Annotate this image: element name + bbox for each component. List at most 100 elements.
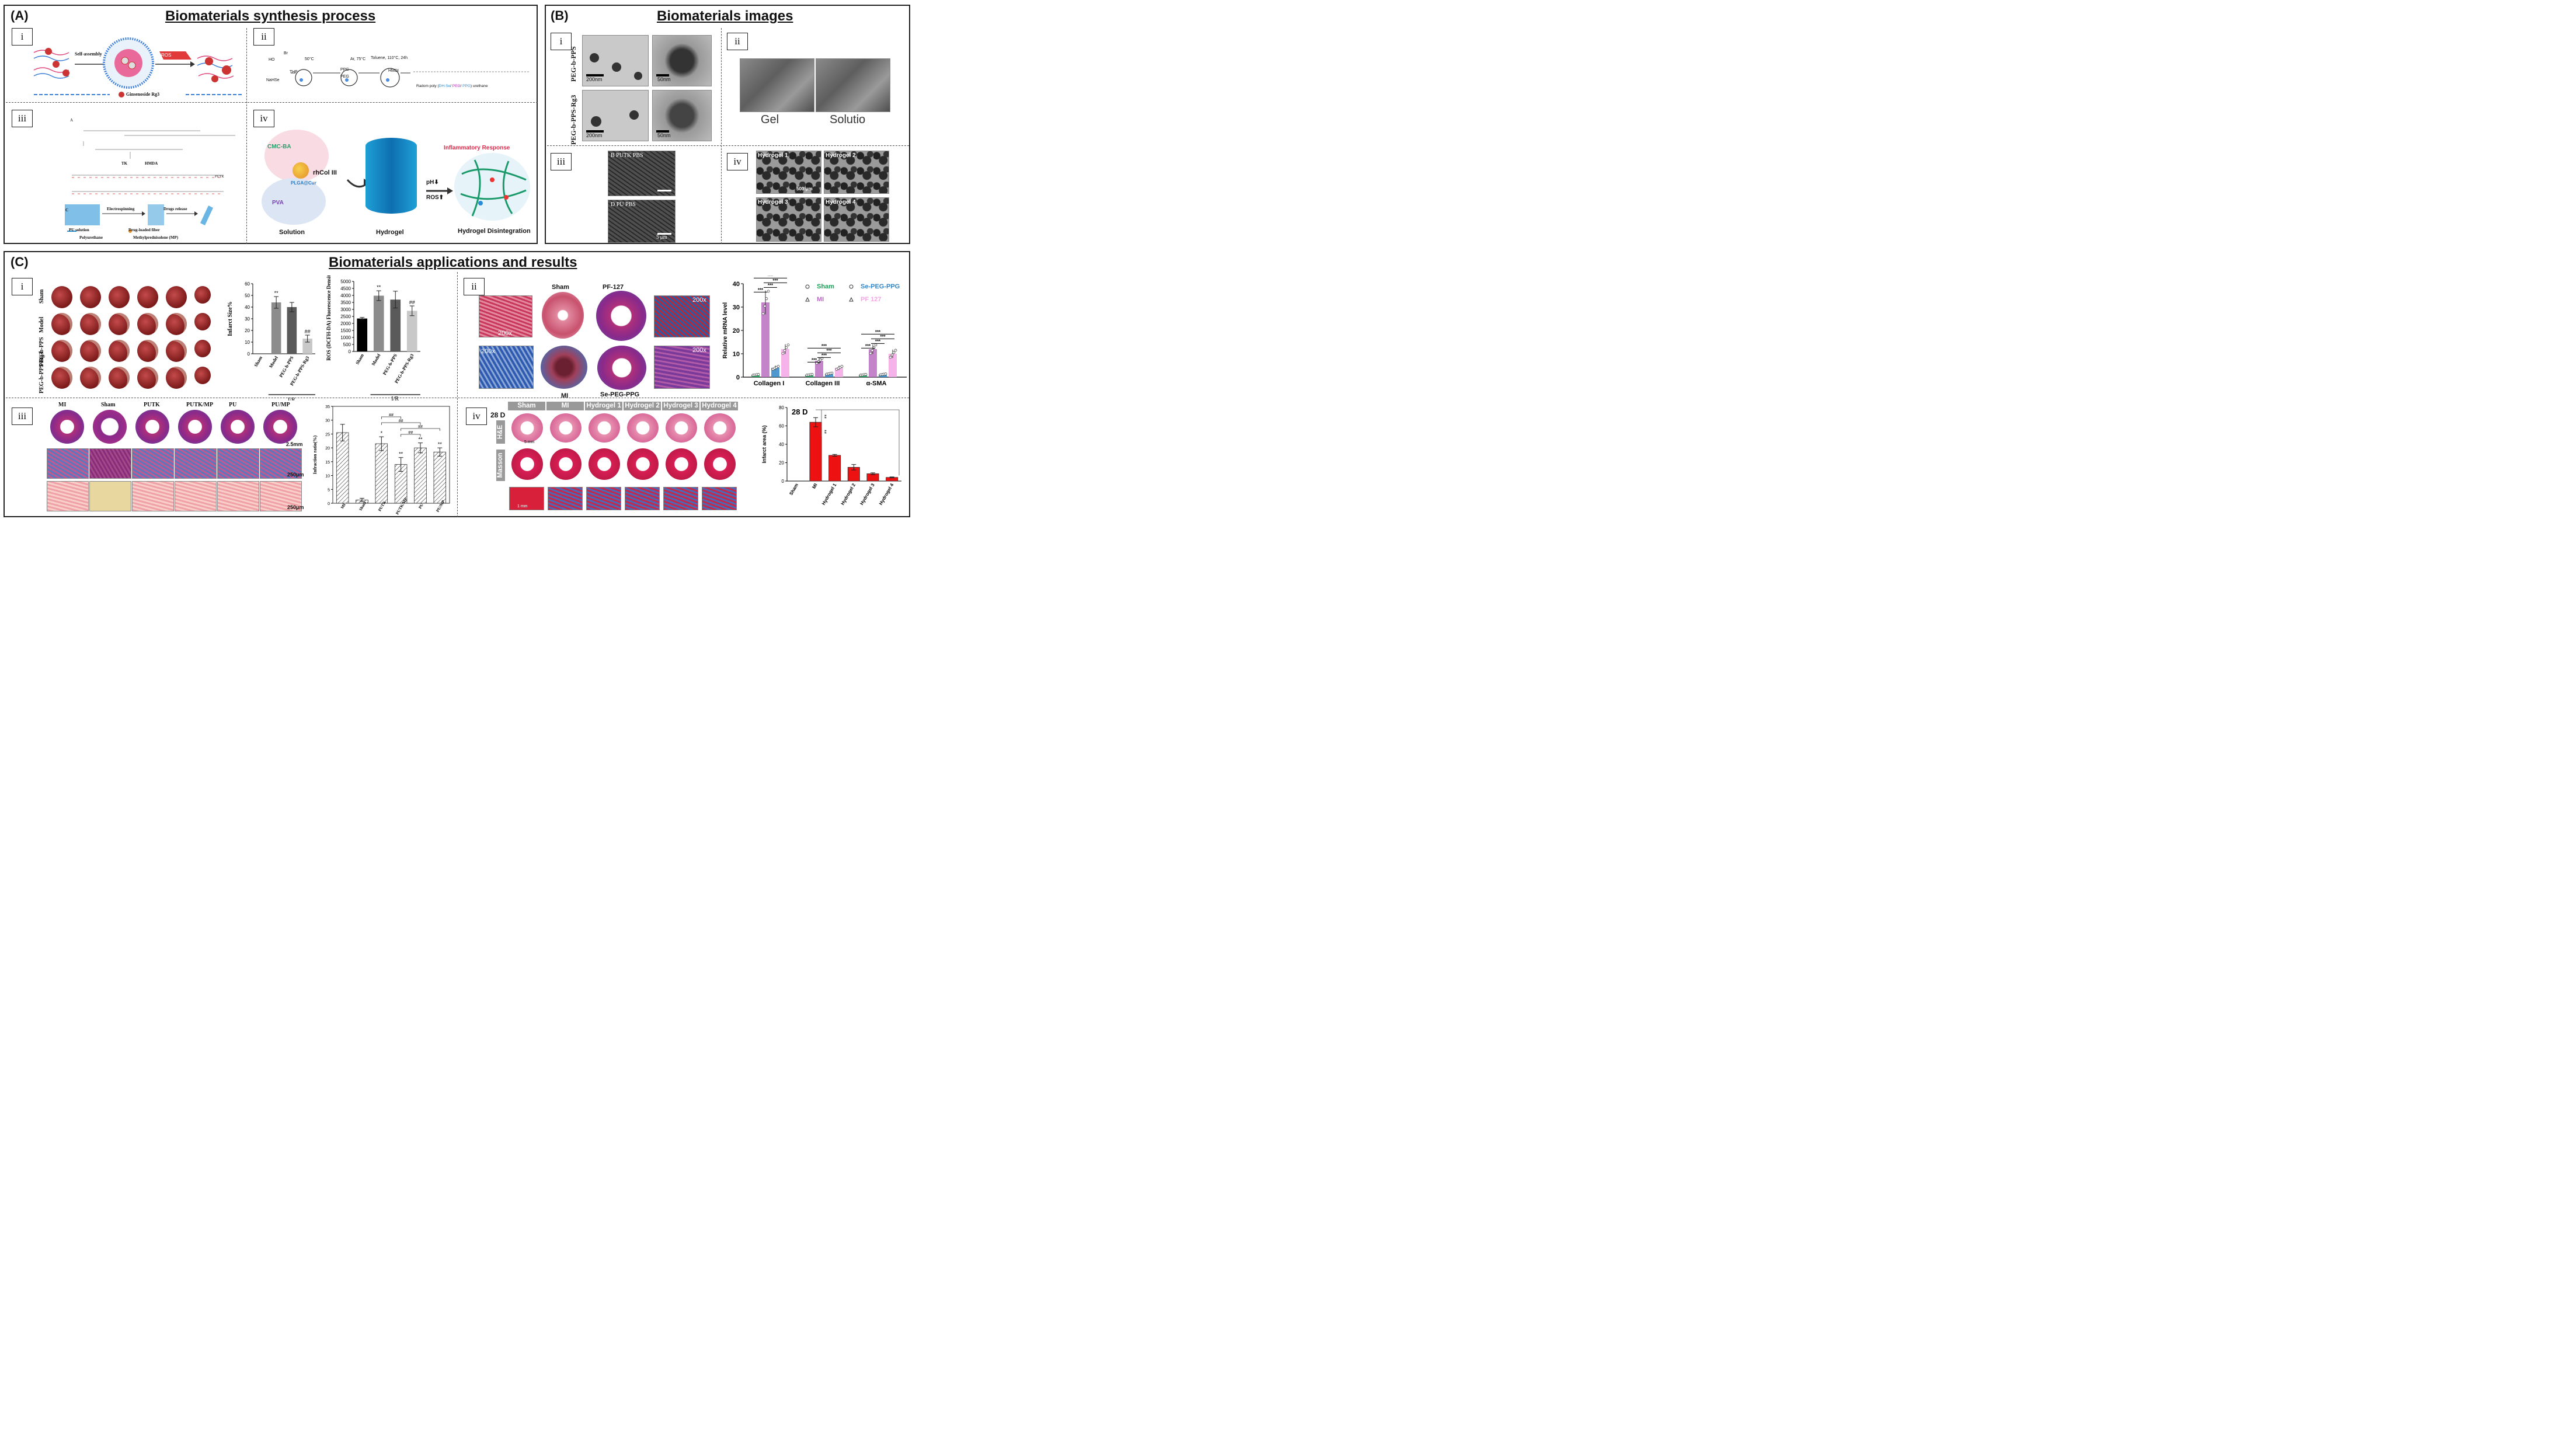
x-tick-label: PU bbox=[417, 503, 424, 510]
ar-label: Ar, 75°C bbox=[350, 57, 366, 61]
ciii-he-zoom bbox=[89, 481, 131, 511]
bar bbox=[406, 311, 417, 351]
br-label: Br bbox=[284, 51, 288, 55]
gel-label: Gel bbox=[761, 113, 779, 126]
x-tick-label: Model bbox=[268, 355, 279, 369]
cii-se-heart bbox=[597, 346, 646, 390]
ttc-heart bbox=[166, 286, 187, 308]
data-point bbox=[783, 349, 786, 352]
panel-c: (C) Biomaterials applications and result… bbox=[4, 251, 910, 517]
sig-mark: *** bbox=[821, 353, 827, 358]
sub-b-ii: ii bbox=[727, 33, 748, 50]
y-tick-label: 20 bbox=[325, 447, 330, 451]
cii-pf-label: PF-127 bbox=[603, 284, 624, 291]
bar bbox=[357, 318, 368, 351]
data-point bbox=[761, 312, 765, 315]
bar bbox=[336, 432, 349, 504]
y-tick-label: 80 bbox=[779, 405, 784, 410]
pva-blob bbox=[262, 178, 326, 225]
sig-mark: *** bbox=[758, 287, 764, 292]
ttc-heart bbox=[109, 367, 130, 389]
civ-masson-heart bbox=[627, 448, 659, 480]
x-tick-label: Hydrogel 3 bbox=[859, 482, 876, 506]
ciii-masson-zoom bbox=[217, 448, 259, 479]
sig-hash: ## bbox=[418, 425, 423, 429]
data-point bbox=[892, 351, 896, 354]
civ-he-heart bbox=[589, 413, 620, 443]
scale-50nm-2: 50nm bbox=[657, 133, 671, 138]
putk-label: PUTK bbox=[215, 175, 224, 179]
data-point bbox=[890, 353, 894, 357]
y-tick-label: 0 bbox=[248, 351, 250, 357]
sig-bracket bbox=[816, 409, 900, 476]
civ-masson-heart bbox=[666, 448, 697, 480]
ci-row-model: Model bbox=[39, 316, 45, 333]
y-axis-label: Infarct Size% bbox=[227, 301, 234, 336]
ciii-col-label: PU bbox=[229, 402, 237, 408]
bar bbox=[809, 422, 822, 482]
sem-hydrogel-2: Hydrogel 2 bbox=[824, 151, 889, 194]
panel-a-title: Biomaterials synthesis process bbox=[165, 8, 376, 24]
row-label-pegpps: PEG-b-PPS bbox=[569, 46, 577, 82]
bar bbox=[889, 354, 897, 377]
x-tick-label: PEG-b-PPS bbox=[278, 355, 295, 378]
y-tick-label: 35 bbox=[325, 405, 330, 409]
y-tick-label: 4000 bbox=[340, 293, 351, 298]
ttc-heart bbox=[137, 340, 158, 362]
sig-mark: ** bbox=[274, 290, 279, 296]
micelle-scheme bbox=[33, 37, 243, 97]
ttc-heart bbox=[51, 313, 72, 335]
data-point bbox=[819, 358, 822, 361]
sig-mark: *** bbox=[821, 343, 827, 349]
civ-zoom-tile bbox=[663, 487, 698, 510]
y-tick-label: 30 bbox=[325, 419, 330, 423]
ciii-masson-zoom bbox=[175, 448, 217, 479]
ttc-heart bbox=[194, 286, 211, 304]
scale-5um: 5 μm bbox=[656, 234, 667, 240]
sig-bracket bbox=[381, 416, 402, 419]
hydrogel-2-label: Hydrogel 2 bbox=[826, 152, 856, 159]
y-axis-label: ROS (DCFH-DA) Fluorescence Density bbox=[326, 276, 332, 361]
sub-c-ii: ii bbox=[464, 278, 485, 295]
y-tick-label: 3500 bbox=[340, 300, 351, 305]
ciii-heart bbox=[135, 410, 169, 444]
data-point bbox=[767, 290, 770, 293]
peg-label: PEG bbox=[340, 75, 349, 79]
y-tick-label: 2000 bbox=[340, 321, 351, 326]
putk-pbs-label: B PUTK PBS bbox=[611, 152, 643, 159]
ttc-heart bbox=[109, 313, 130, 335]
synthesis-scheme bbox=[291, 68, 530, 88]
civ-zoom-tile bbox=[625, 487, 660, 510]
civ-masson-heart bbox=[589, 448, 620, 480]
y-axis-label: Infarct area (%) bbox=[761, 425, 767, 463]
sig-mark: *** bbox=[812, 357, 817, 363]
legend-label: Sham bbox=[817, 283, 834, 290]
ciii-masson-zoom bbox=[47, 448, 89, 479]
ttc-heart bbox=[194, 367, 211, 384]
data-point bbox=[884, 372, 887, 375]
sem-gel bbox=[740, 58, 814, 112]
tem-pegpps-high: 50nm bbox=[652, 35, 712, 86]
bar bbox=[433, 451, 447, 504]
cii-pf-zoom bbox=[654, 295, 710, 337]
solution-label: Solution bbox=[279, 229, 305, 236]
y-tick-label: 50 bbox=[245, 293, 250, 298]
data-point bbox=[864, 373, 868, 376]
sig-mark: ** bbox=[821, 414, 827, 419]
x-tick-label: Model bbox=[371, 353, 382, 367]
civ-masson-heart bbox=[704, 448, 736, 480]
bar bbox=[390, 299, 401, 351]
group-label: I/R bbox=[288, 397, 295, 400]
cii-mag-4: 200x bbox=[692, 347, 706, 354]
cii-mag-2: 200x bbox=[692, 297, 706, 304]
y-tick-label: 30 bbox=[245, 316, 250, 322]
bar bbox=[287, 307, 297, 354]
temp50-label: 50°C bbox=[305, 57, 314, 61]
scale-200nm-2: 200nm bbox=[586, 133, 603, 138]
cii-sham-zoom bbox=[479, 295, 532, 337]
y-tick-label: 0 bbox=[349, 349, 351, 354]
sig-mark: ** bbox=[821, 430, 827, 434]
civ-row-he: H&E bbox=[496, 420, 505, 444]
scale-250um-a: 250μm bbox=[287, 472, 304, 478]
panel-b-label: (B) bbox=[551, 8, 569, 23]
